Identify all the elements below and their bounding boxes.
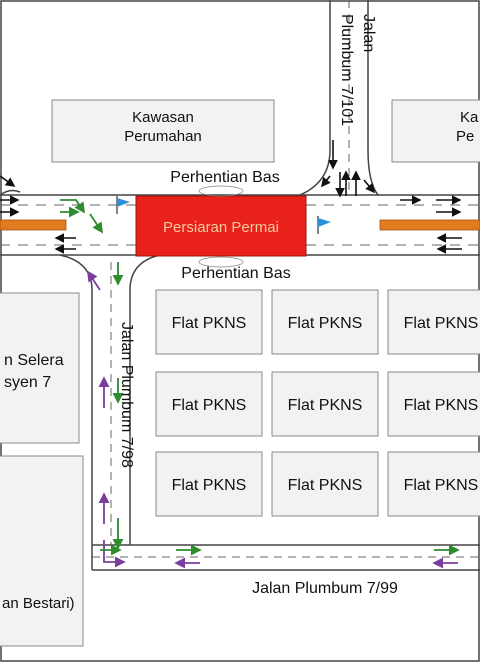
flat-pkns-label: Flat PKNS	[404, 397, 479, 414]
kawasan-right-label: Ka	[460, 109, 479, 126]
flat-pkns-label: Flat PKNS	[404, 477, 479, 494]
flat-pkns-label: Flat PKNS	[172, 477, 247, 494]
flat-pkns-block	[271, 451, 379, 517]
flat-pkns-label: Flat PKNS	[172, 397, 247, 414]
perumahan-label: Perumahan	[124, 128, 202, 145]
median-right	[379, 219, 480, 231]
perumahan-right-label: Pe	[456, 128, 474, 145]
median-left	[0, 219, 67, 231]
bestari-block	[0, 455, 84, 647]
plumbum-7-101-label: Plumbum 7/101	[338, 14, 355, 126]
selera-block	[0, 292, 80, 444]
perhentian-bas-bottom-label: Perhentian Bas	[181, 265, 290, 282]
bus-stop-bottom-marker	[198, 256, 244, 268]
arrow-icon	[60, 199, 85, 214]
flat-pkns-block	[271, 289, 379, 355]
flat-pkns-label: Flat PKNS	[288, 315, 363, 332]
bestari-label: an Bestari)	[2, 595, 75, 612]
arrow-icon	[89, 213, 103, 234]
flat-pkns-block	[387, 451, 480, 517]
arrow-icon	[87, 270, 101, 291]
flat-pkns-grid: Flat PKNS Flat PKNS Flat PKNS Flat PKNS Flat…	[155, 289, 480, 517]
flat-pkns-label: Flat PKNS	[288, 477, 363, 494]
selera-label-line2: syen 7	[4, 374, 51, 391]
flag-icon	[317, 216, 331, 234]
flat-pkns-label: Flat PKNS	[172, 315, 247, 332]
arrow-icon	[363, 179, 376, 194]
flat-pkns-block	[387, 371, 480, 437]
arrow-icon	[103, 540, 126, 568]
kawasan-right-block	[391, 99, 480, 163]
flat-pkns-block	[155, 289, 263, 355]
persiaran-permai-label: Persiaran Permai	[163, 219, 279, 236]
selera-label-line1: n Selera	[4, 352, 64, 369]
bus-stop-top-marker	[198, 185, 244, 197]
kawasan-label: Kawasan	[132, 109, 194, 126]
flat-pkns-block	[155, 451, 263, 517]
kawasan-perumahan-block	[51, 99, 275, 163]
jalan-top-label: Jalan	[360, 14, 377, 52]
flat-pkns-block	[387, 289, 480, 355]
flag-icon	[116, 196, 130, 214]
jalan-plumbum-7-98-label: Jalan Plumbum 7/98	[118, 322, 135, 468]
side-road-7-98	[59, 254, 161, 545]
perhentian-bas-top-label: Perhentian Bas	[170, 169, 279, 186]
arrow-icon	[0, 175, 16, 187]
arrow-icon	[321, 175, 331, 188]
flat-pkns-label: Flat PKNS	[404, 315, 479, 332]
traffic-arrows	[0, 140, 462, 569]
flat-pkns-label: Flat PKNS	[288, 397, 363, 414]
side-road-7-101-right-edge	[367, 0, 379, 196]
flat-pkns-block	[271, 371, 379, 437]
side-road-7-101-left-edge	[299, 0, 331, 196]
flat-pkns-block	[155, 371, 263, 437]
side-road-7-99	[91, 544, 480, 571]
jalan-plumbum-7-99-label: Jalan Plumbum 7/99	[252, 580, 398, 597]
